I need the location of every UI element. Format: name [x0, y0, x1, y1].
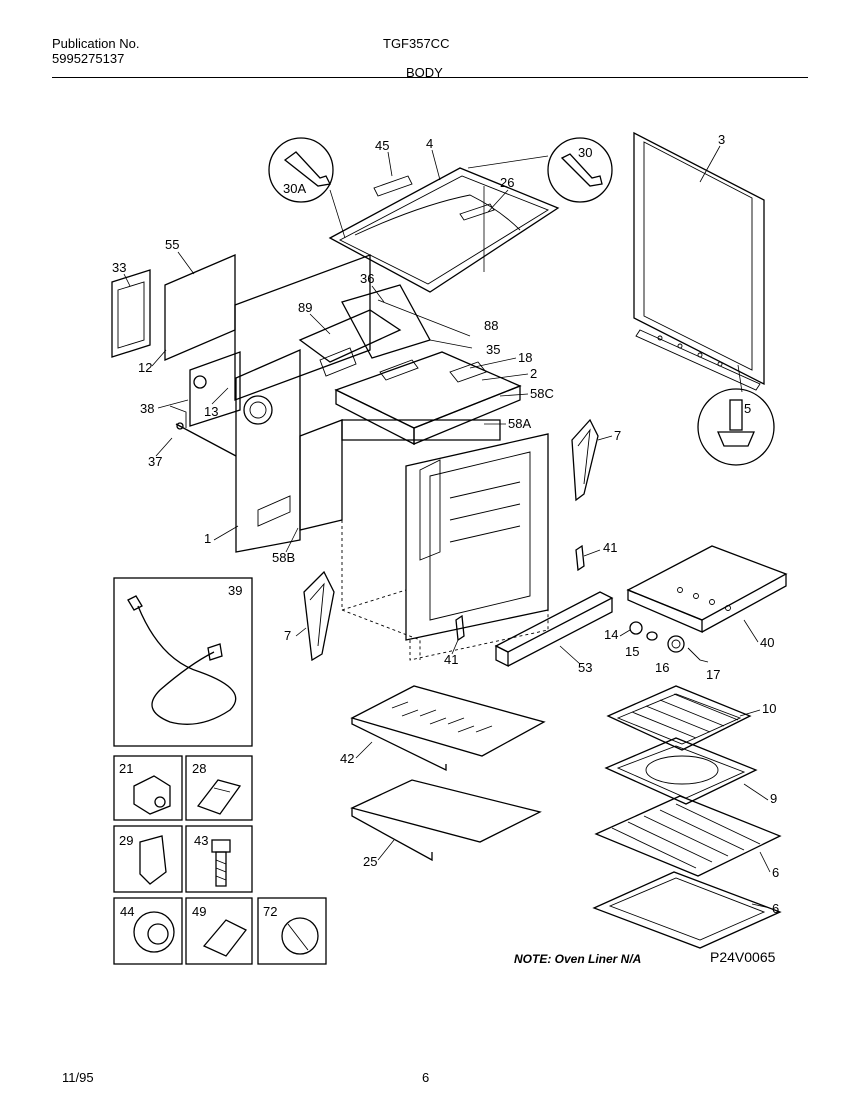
label-21: 21	[119, 761, 133, 776]
label-25: 25	[363, 854, 377, 869]
label-49: 49	[192, 904, 206, 919]
oven-liner-note: NOTE: Oven Liner N/A	[514, 952, 641, 966]
label-35: 35	[486, 342, 500, 357]
label-17: 17	[706, 667, 720, 682]
label-15: 15	[625, 644, 639, 659]
hinge-part-7-left	[303, 570, 335, 662]
inset-box-43	[185, 825, 253, 893]
manifold-rail-part-53	[494, 591, 614, 668]
label-38: 38	[140, 401, 154, 416]
control-panel-part-40	[626, 545, 788, 633]
label-44: 44	[120, 904, 134, 919]
clip-part-41-a	[575, 544, 585, 572]
label-7-right: 7	[614, 428, 621, 443]
inset-box-44	[113, 897, 183, 965]
figure-code: P24V0065	[710, 949, 776, 965]
label-89: 89	[298, 300, 312, 315]
label-1: 1	[204, 531, 211, 546]
broiler-pan-insert-part-10	[606, 685, 752, 751]
label-33: 33	[112, 260, 126, 275]
label-53: 53	[578, 660, 592, 675]
bracket-callout-30	[467, 137, 613, 203]
inset-box-28	[185, 755, 253, 821]
inset-box-49	[185, 897, 253, 965]
oven-bottom-part-42	[350, 685, 546, 772]
label-41-b: 41	[444, 652, 458, 667]
label-37: 37	[148, 454, 162, 469]
oven-rack-part-6-a	[594, 795, 782, 877]
label-58a: 58A	[508, 416, 531, 431]
publication-label: Publication No.	[52, 36, 140, 51]
footer-date: 11/95	[62, 1070, 94, 1085]
inset-box-29	[113, 825, 183, 893]
model-number: TGF357CC	[383, 36, 450, 51]
label-45: 45	[375, 138, 389, 153]
label-36: 36	[360, 271, 374, 286]
hinge-part-7-right	[571, 418, 599, 502]
section-title: BODY	[406, 65, 443, 80]
label-7-left: 7	[284, 628, 291, 643]
side-panel-part-3	[633, 131, 765, 391]
label-3: 3	[718, 132, 725, 147]
burner-cover-part-58c	[334, 351, 522, 446]
back-panel-assembly	[111, 254, 371, 427]
label-2: 2	[530, 366, 537, 381]
label-41-a: 41	[603, 540, 617, 555]
label-26: 26	[500, 175, 514, 190]
baffle-part-25	[350, 779, 542, 862]
oven-rack-part-6-b	[592, 871, 782, 949]
label-88: 88	[484, 318, 498, 333]
range-body-part-1	[235, 349, 549, 661]
label-39: 39	[228, 583, 242, 598]
label-42: 42	[340, 751, 354, 766]
label-14: 14	[604, 627, 618, 642]
label-13: 13	[204, 404, 218, 419]
wire-harness-part-37	[169, 405, 237, 457]
inset-box-cord-39	[113, 577, 253, 747]
broiler-pan-part-9	[604, 737, 758, 805]
label-72: 72	[263, 904, 277, 919]
label-58c: 58C	[530, 386, 554, 401]
leveling-leg-callout-5	[697, 364, 775, 466]
label-16: 16	[655, 660, 669, 675]
inset-box-72	[257, 897, 327, 965]
label-12: 12	[138, 360, 152, 375]
label-18: 18	[518, 350, 532, 365]
bracket-callout-30a	[268, 137, 346, 239]
footer-page-number: 6	[422, 1070, 430, 1085]
label-9: 9	[770, 791, 777, 806]
label-6-a: 6	[772, 865, 779, 880]
valve-knob-parts-14-17	[629, 621, 709, 663]
label-43: 43	[194, 833, 208, 848]
top-panel-part-4	[328, 167, 560, 293]
label-55: 55	[165, 237, 179, 252]
publication-number: 5995275137	[52, 51, 125, 66]
label-5: 5	[744, 401, 751, 416]
label-40: 40	[760, 635, 774, 650]
label-10: 10	[762, 701, 776, 716]
label-30: 30	[578, 145, 592, 160]
inset-box-21	[113, 755, 183, 821]
label-28: 28	[192, 761, 206, 776]
burner-assembly-parts	[298, 284, 473, 377]
label-58b: 58B	[272, 550, 295, 565]
label-6-b: 6	[772, 901, 779, 916]
label-29: 29	[119, 833, 133, 848]
label-30a: 30A	[283, 181, 306, 196]
clip-part-41-b	[455, 614, 465, 642]
header-rule	[52, 77, 808, 78]
label-4: 4	[426, 136, 433, 151]
